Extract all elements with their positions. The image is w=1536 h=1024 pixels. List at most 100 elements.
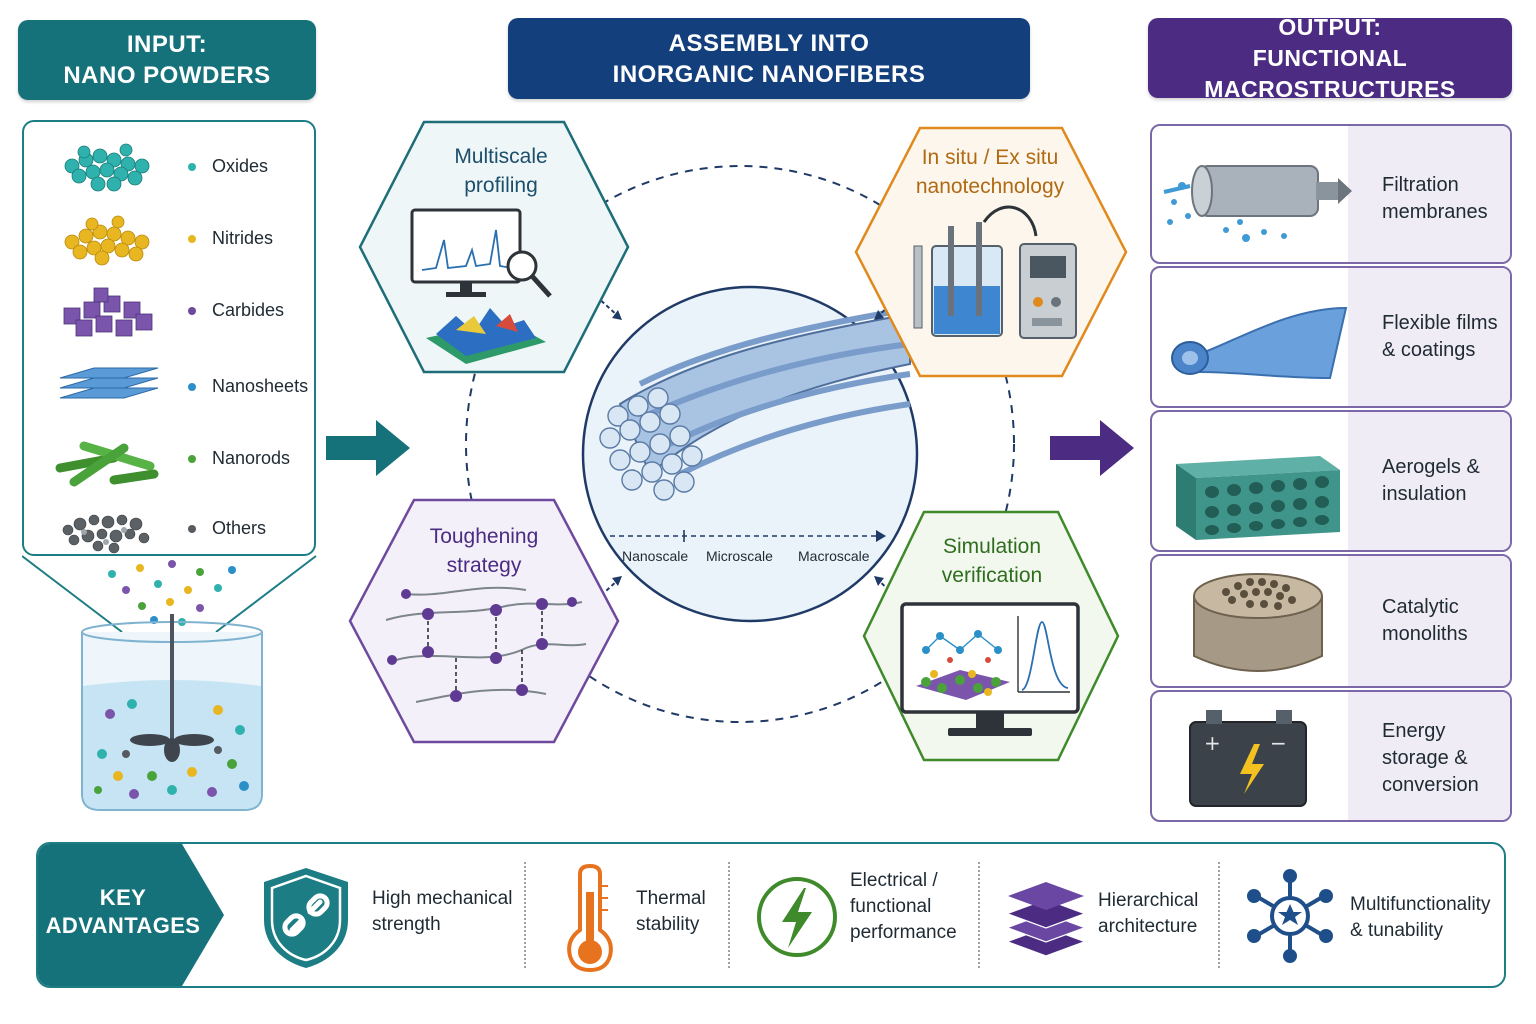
advantage-label: Electrical / functional performance bbox=[850, 868, 957, 946]
advantage-label: Hierarchical architecture bbox=[1098, 888, 1198, 940]
output-label-line: conversion bbox=[1382, 774, 1479, 796]
advantage-label-line: strength bbox=[372, 914, 441, 935]
output-label-line: & coatings bbox=[1382, 339, 1476, 361]
insitu-nanotechnology-title: In situ / Ex situ nanotechnology bbox=[892, 143, 1088, 201]
electrochemical-cell-icon bbox=[913, 205, 1038, 337]
assembly-header-banner: ASSEMBLY INTO INORGANIC NANOFIBERS bbox=[508, 18, 1030, 99]
advantage-label-line: stability bbox=[636, 914, 700, 935]
advantage-multifunctionality: Multifunctionality & tunability bbox=[1242, 844, 1504, 986]
output-label: Filtration membranes bbox=[1382, 172, 1488, 226]
advantage-label: Thermal stability bbox=[636, 886, 706, 938]
insitu-nanotechnology-hexagon bbox=[854, 126, 1128, 378]
gray-particles-icon bbox=[62, 514, 150, 554]
powder-label: Nanosheets bbox=[212, 376, 309, 396]
powder-label: Others bbox=[212, 518, 267, 538]
advantage-label-line: functional bbox=[850, 896, 932, 917]
output-label: Catalytic monoliths bbox=[1382, 594, 1468, 648]
key-advantages-strip: KEY ADVANTAGES High mechanical strength bbox=[36, 842, 1506, 988]
powder-item-nitrides: Nitrides bbox=[24, 210, 314, 270]
oxides-bullet bbox=[188, 163, 196, 171]
output-header-banner: OUTPUT: FUNCTIONAL MACROSTRUCTURES bbox=[1148, 14, 1512, 102]
teal-spheres-icon bbox=[64, 143, 150, 192]
output-card-aerogels: Aerogels & insulation bbox=[1150, 410, 1512, 552]
toughening-strategy-hexagon bbox=[348, 498, 620, 744]
nanofiber-center-circle bbox=[581, 285, 919, 623]
network-star-icon bbox=[1247, 869, 1333, 963]
scale-label-nanoscale: Nanoscale bbox=[622, 548, 689, 564]
others-bullet bbox=[188, 525, 196, 533]
hex-title-line: strategy bbox=[446, 554, 522, 577]
lightning-circle-icon bbox=[757, 877, 837, 957]
output-label-line: membranes bbox=[1382, 201, 1488, 223]
gold-spheres-icon bbox=[64, 215, 150, 266]
output-card-catalytic: Catalytic monoliths bbox=[1150, 554, 1512, 688]
honeycomb-monolith-icon bbox=[1193, 573, 1323, 672]
advantage-separator bbox=[978, 862, 980, 968]
powder-label: Nanorods bbox=[212, 448, 291, 468]
output-label: Aerogels & insulation bbox=[1382, 454, 1480, 508]
powder-label: Oxides bbox=[212, 156, 269, 176]
thermometer-icon bbox=[567, 864, 613, 973]
output-card-films: Flexible films & coatings bbox=[1150, 266, 1512, 408]
hex-title-line: nanotechnology bbox=[915, 175, 1065, 198]
assembly-header-line1: ASSEMBLY INTO bbox=[668, 29, 870, 57]
advantage-label-line: & tunability bbox=[1350, 920, 1443, 941]
advantage-label-line: Hierarchical bbox=[1098, 890, 1199, 911]
hex-title-line: Toughening bbox=[429, 525, 539, 548]
advantage-thermal-stability: Thermal stability bbox=[558, 844, 738, 986]
simulation-verification-hexagon bbox=[862, 510, 1120, 762]
output-label: Flexible films & coatings bbox=[1382, 310, 1498, 364]
scale-label-macroscale: Macroscale bbox=[798, 548, 870, 564]
monitor-spectrum-icon bbox=[410, 208, 522, 297]
output-label-line: Catalytic bbox=[1382, 596, 1459, 618]
input-header-banner: INPUT: NANO POWDERS bbox=[18, 20, 316, 100]
dispersion-beaker-illustration bbox=[22, 555, 317, 811]
output-card-energy: + − Energy storage & conversion bbox=[1150, 690, 1512, 822]
svg-text:+: + bbox=[1204, 731, 1221, 755]
hex-title-line: Simulation bbox=[942, 535, 1042, 558]
output-label-line: Filtration bbox=[1382, 174, 1459, 196]
assembly-to-output-arrow bbox=[1050, 420, 1134, 476]
hex-title-line: profiling bbox=[464, 174, 538, 197]
simulation-verification-title: Simulation verification bbox=[894, 532, 1090, 590]
advantage-separator bbox=[728, 862, 730, 968]
assembly-cycle-ring bbox=[465, 165, 1015, 723]
badge-line: KEY bbox=[99, 885, 147, 910]
multiscale-profiling-hexagon bbox=[358, 120, 630, 374]
arrow-from-multiscale bbox=[595, 295, 622, 320]
simulation-monitor-icon bbox=[900, 602, 1080, 736]
output-label-line: monoliths bbox=[1382, 623, 1468, 645]
nanosheets-bullet bbox=[188, 383, 196, 391]
hex-title-line: verification bbox=[941, 564, 1043, 587]
hex-title-line: In situ / Ex situ bbox=[921, 146, 1059, 169]
input-powders-panel: Oxides Nitrides Carbides bbox=[22, 120, 316, 556]
stacked-sheets-icon bbox=[59, 367, 159, 399]
advantage-hierarchical-architecture: Hierarchical architecture bbox=[1004, 844, 1214, 986]
shield-link-icon bbox=[264, 868, 348, 968]
powder-item-nanosheets: Nanosheets bbox=[24, 358, 314, 418]
battery-icon: + − bbox=[1189, 710, 1307, 807]
badge-line: ADVANTAGES bbox=[45, 913, 201, 938]
advantage-mechanical-strength: High mechanical strength bbox=[258, 844, 528, 986]
output-label-line: storage & bbox=[1382, 747, 1468, 769]
flexible-film-icon bbox=[1171, 306, 1348, 380]
carbides-bullet bbox=[188, 307, 196, 315]
nitrides-bullet bbox=[188, 235, 196, 243]
svg-text:−: − bbox=[1270, 731, 1287, 755]
advantage-label-line: architecture bbox=[1098, 916, 1198, 937]
advantage-separator bbox=[524, 862, 526, 968]
advantage-label-line: Electrical / bbox=[850, 870, 938, 891]
toughening-strategy-title: Toughening strategy bbox=[388, 522, 580, 580]
advantage-label-line: Multifunctionality bbox=[1350, 894, 1491, 915]
advantage-label-line: Thermal bbox=[636, 888, 706, 909]
filter-cartridge-icon bbox=[1163, 165, 1352, 242]
assembly-header-line2: INORGANIC NANOFIBERS bbox=[612, 60, 926, 88]
input-to-assembly-arrow bbox=[326, 420, 410, 476]
hex-title-line: Multiscale bbox=[454, 145, 548, 168]
control-instrument-icon bbox=[1019, 243, 1077, 339]
magnifier-icon bbox=[506, 250, 552, 298]
powder-label: Carbides bbox=[212, 300, 285, 320]
input-header-line1: INPUT: bbox=[126, 31, 208, 58]
layers-icon bbox=[1007, 882, 1085, 957]
output-label-line: Flexible films bbox=[1382, 312, 1498, 334]
